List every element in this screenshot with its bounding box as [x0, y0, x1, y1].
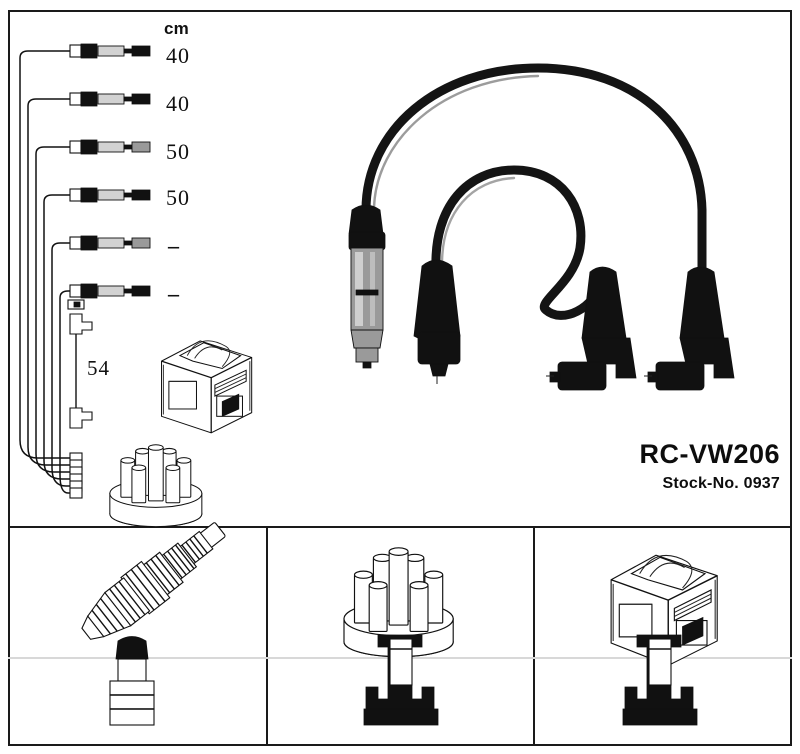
bottom-divider-2	[533, 527, 535, 745]
cable-schematic	[8, 10, 318, 528]
cable-length-3: 50	[166, 139, 190, 164]
plug-connector-angled-2	[644, 266, 735, 391]
cable-length-6: –	[168, 281, 180, 306]
harness-fanout	[19, 439, 83, 499]
product-code-block: RC-VW206 Stock-No. 0937	[639, 440, 780, 493]
cable-length-5: –	[168, 233, 180, 258]
cable-length-1: 40	[166, 43, 190, 68]
ignition-coil-icon	[161, 340, 253, 434]
coil-lead-cable	[69, 313, 93, 429]
frame-top-rule	[8, 10, 792, 12]
frame-mid-rule	[8, 526, 792, 528]
cable-run-group	[19, 50, 70, 475]
cable-assembly-illustration	[318, 10, 792, 523]
product-code: RC-VW206	[639, 439, 780, 469]
application-panels	[8, 522, 792, 746]
cable-length-2: 40	[166, 91, 190, 116]
cable-length-4: 50	[166, 185, 190, 210]
harness-connector-stack	[69, 452, 83, 499]
plug-connector-angled-1	[546, 266, 637, 391]
spark-plug-panel	[8, 522, 266, 746]
distributor-cap-panel	[266, 527, 533, 746]
stock-number: Stock-No. 0937	[662, 475, 780, 493]
frame-right-rule	[790, 10, 792, 746]
spark-plug-icon	[81, 522, 226, 640]
terminal-boot-icon	[622, 634, 698, 726]
loose-boot-icon	[67, 299, 85, 310]
terminal-boot-icon	[363, 634, 439, 726]
frame-bottom-rule	[8, 744, 792, 746]
frame-left-rule	[8, 10, 10, 746]
ignition-coil-panel	[533, 527, 792, 746]
distributor-cap-icon	[109, 444, 203, 528]
coil-cable-length: 54	[87, 356, 110, 380]
unit-header: cm	[164, 19, 189, 38]
coil-terminal	[348, 204, 386, 369]
plug-connector-straight	[413, 259, 461, 384]
plug-boot-icon	[109, 636, 155, 726]
cable-terminals	[69, 43, 151, 299]
bottom-divider-1	[266, 527, 268, 745]
